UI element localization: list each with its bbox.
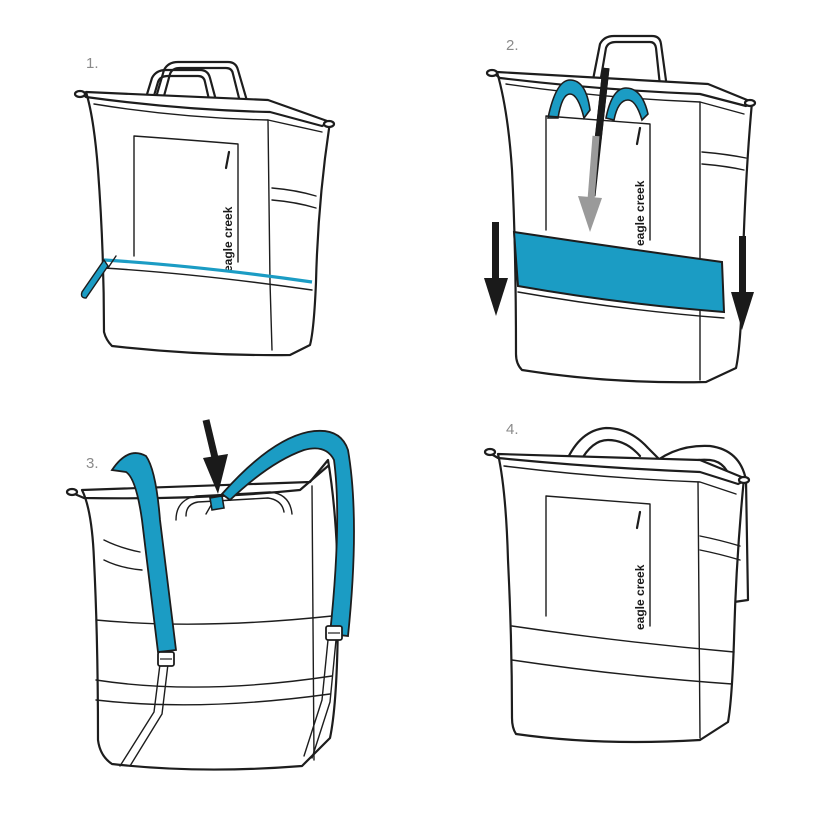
buckle-icon [209,495,225,511]
tote-side-edge [267,119,273,351]
rim-tab-right [743,98,757,108]
step-3-label: 3. [86,455,99,472]
front-pocket [545,495,651,627]
zipper-pull-icon [224,150,231,170]
step-2-label: 2. [506,37,519,54]
zipper-pull-icon [635,510,642,530]
tote-body [84,90,332,357]
tote-handle-back-inner [156,66,246,120]
bag-rim [486,450,748,486]
shoulder-strap-left [564,426,662,464]
tote-body [495,70,754,384]
rim-tab-left [485,68,499,78]
tote-handle-front [134,68,226,132]
tote-handle-back [148,60,254,120]
rim-tab-left [483,447,497,457]
down-arrow-icon [484,222,508,316]
step-1-label: 1. [86,55,99,72]
shoulder-strap-left [110,452,178,653]
tote-rim-line [93,103,323,133]
rim-tab-right [322,119,336,129]
bag-rim [68,464,330,500]
buckle-icon [325,625,343,641]
brand-logo: eagle creek [633,180,647,246]
zipper-pull-icon [635,126,642,146]
tote-handle-front-inner [142,74,218,132]
zipper-pull-icon [80,258,109,299]
rim-tab-left [65,487,79,497]
expansion-zipper [103,258,313,284]
tote-rim [78,90,332,128]
tote-front-pocket [133,135,239,263]
tote-handle-back [588,34,670,97]
down-arrow-icon [578,135,602,232]
brand-logo: eagle creek [221,206,235,272]
rim-tab-left [73,89,87,99]
webbing-right [303,639,337,759]
step-3-panel: 3. [65,419,355,771]
backpack-body [496,452,746,744]
expansion-panel [512,230,726,314]
step-4-panel: 4. eagle creek [483,421,751,744]
down-arrow-icon [202,419,228,494]
down-arrow-icon [731,236,754,330]
buckle-icon [157,651,175,667]
rim-tab-right [737,475,751,485]
tote-side-pocket [271,187,317,209]
step-2-panel: 2. eagle creek [484,34,757,384]
step-4-label: 4. [506,421,519,438]
shoulder-strap-right [605,87,649,122]
brand-logo: eagle creek [633,564,647,630]
webbing-left [119,663,169,767]
step-1-panel: 1. eagle creek [73,55,336,357]
shoulder-strap-left [547,79,591,120]
